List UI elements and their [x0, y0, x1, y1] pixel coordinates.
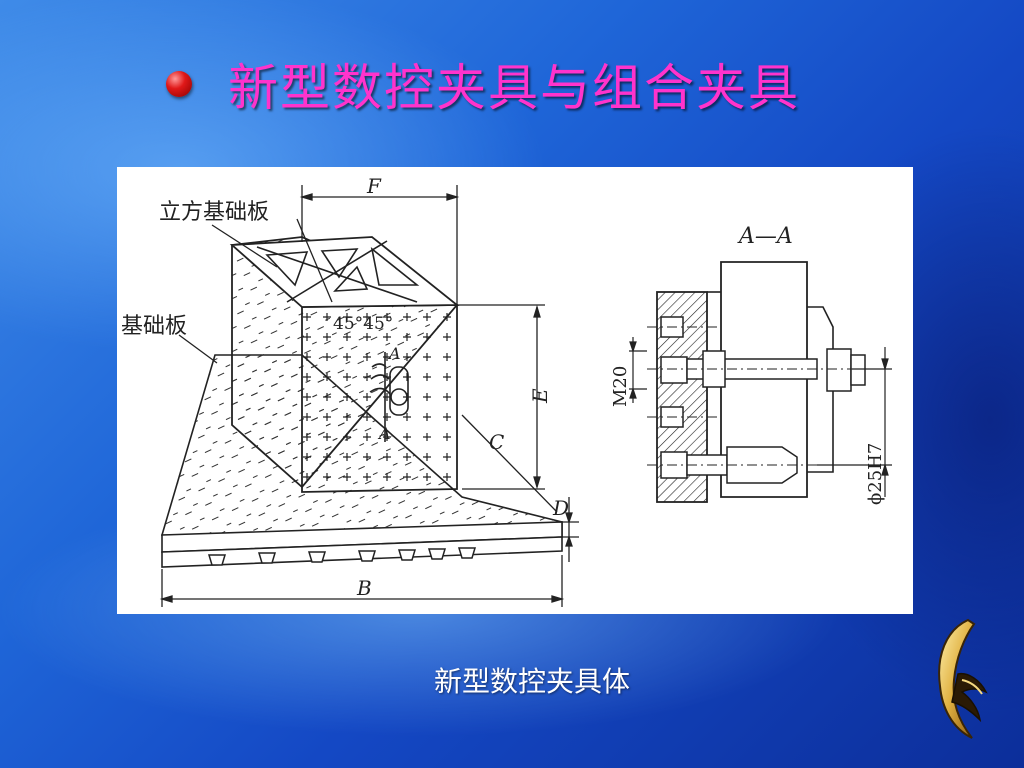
fixture-drawing: 立方基础板 基础板 F E C D B 45°45° A A: [117, 167, 913, 614]
dim-e-label: E: [528, 388, 552, 404]
cube-plate-label: 立方基础板: [159, 200, 269, 225]
red-ball-bullet-icon: [166, 71, 192, 97]
section-view-a-a: A—A M20 ϕ25H7: [610, 224, 892, 505]
section-mark-top: A: [387, 344, 401, 363]
dimension-labels: 立方基础板 基础板 F E C D B 45°45° A A: [121, 174, 569, 600]
gold-brush-logo-icon: [928, 616, 994, 742]
figure-caption: 新型数控夹具体: [433, 665, 630, 698]
bore-label: ϕ25H7: [865, 443, 886, 505]
dim-d-label: D: [552, 496, 569, 520]
cube-plate: [229, 236, 460, 493]
dim-f-label: F: [366, 174, 382, 198]
slide-title-text: 新型数控夹具与组合夹具: [228, 59, 800, 117]
slide-title: 新型数控夹具与组合夹具: [166, 48, 800, 120]
angle-label: 45°45°: [333, 314, 393, 334]
dim-c-label: C: [489, 430, 504, 454]
section-title-label: A—A: [737, 224, 793, 249]
thread-label: M20: [610, 366, 631, 407]
section-mark-bottom: A: [377, 424, 391, 443]
base-plate-label: 基础板: [121, 314, 187, 339]
dim-b-label: B: [356, 576, 372, 600]
